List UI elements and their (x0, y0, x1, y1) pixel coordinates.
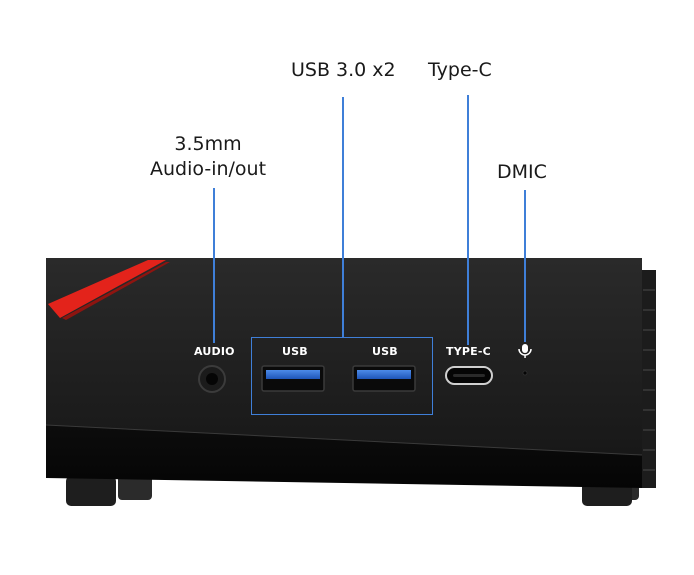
body-upper (46, 258, 642, 488)
usb-callout: USB 3.0 x2 (291, 59, 396, 81)
audio-callout-line1: 3.5mm (174, 133, 242, 155)
audio-callout-line2: Audio-in/out (150, 158, 267, 180)
dmic-callout: DMIC (497, 161, 547, 183)
usb-group-highlight (251, 337, 433, 415)
red-accent-stripe (48, 260, 166, 318)
typec-leader-line (467, 95, 469, 345)
body-lower (46, 425, 642, 488)
typec-port-label: TYPE-C (446, 345, 491, 358)
side-vent-panel (642, 270, 656, 488)
usb2-port-label: USB (372, 345, 398, 358)
usb-leader-line (342, 97, 344, 338)
usb1-port-label: USB (282, 345, 308, 358)
typec-callout: Type-C (428, 59, 492, 81)
audio-leader-line (213, 188, 215, 343)
microphone-icon (518, 344, 532, 358)
dmic-leader-line (524, 190, 526, 342)
audio-port-label: AUDIO (194, 345, 235, 358)
dmic-hole (522, 370, 528, 376)
audio-callout: 3.5mm Audio-in/out (150, 132, 266, 182)
foot-left (66, 476, 116, 506)
